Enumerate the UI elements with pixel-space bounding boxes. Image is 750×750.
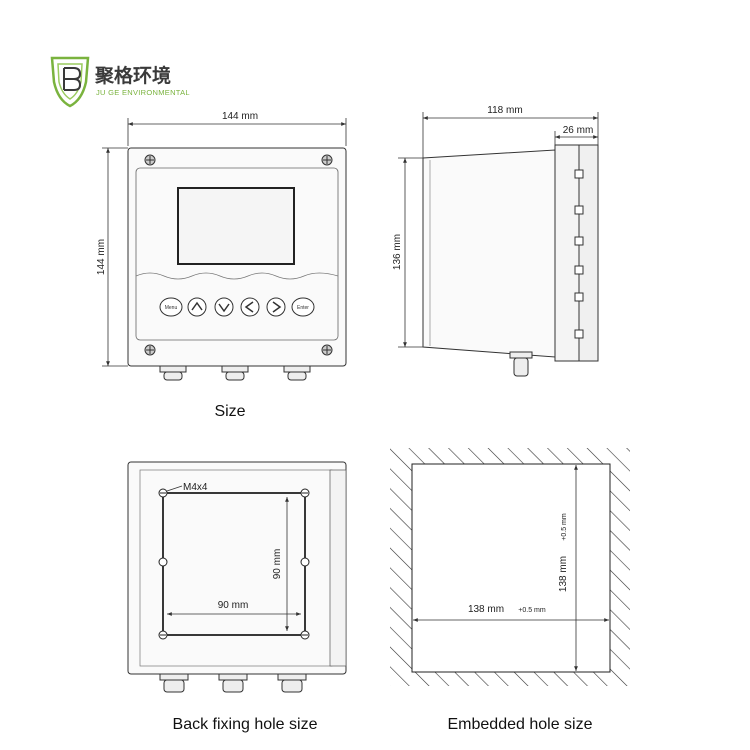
front-view: 144 mm 144 mm Menu	[96, 111, 347, 381]
side-height-label: 136 mm	[392, 234, 403, 270]
cable-gland-icon	[159, 673, 189, 693]
svg-text:Menu: Menu	[165, 305, 178, 311]
back-hole-v-label: 90 mm	[272, 549, 283, 580]
cutout-opening	[411, 463, 611, 673]
menu-button[interactable]: Menu	[159, 297, 183, 317]
right-arrow-button[interactable]	[266, 297, 286, 317]
right-arrow-icon	[272, 301, 282, 313]
brand-name-en: JU GE ENVIRONMENTAL	[96, 88, 190, 97]
left-arrow-icon	[244, 301, 254, 313]
mounting-hole-icon	[300, 488, 310, 498]
cable-gland-icon	[218, 673, 248, 693]
caption-size: Size	[214, 403, 245, 420]
mount-clip-icon	[574, 265, 584, 275]
mounting-hole-icon	[300, 557, 310, 567]
back-view: M4x4 90 mm 90 mm	[127, 461, 347, 693]
mount-clip-icon	[574, 329, 584, 339]
screw-size-label: M4x4	[183, 482, 208, 493]
screw-icon	[321, 154, 333, 166]
side-front-bezel	[578, 144, 599, 362]
side-flange-label: 26 mm	[563, 125, 594, 136]
side-housing	[422, 149, 556, 358]
svg-text:Enter: Enter	[297, 305, 309, 311]
brand-logo: 聚格环境 JU GE ENVIRONMENTAL	[50, 56, 190, 108]
front-height-label: 144 mm	[96, 239, 107, 275]
enter-button[interactable]: Enter	[291, 297, 315, 317]
screw-icon	[144, 344, 156, 356]
side-view: 118 mm 26 mm 136 mm	[392, 105, 599, 377]
side-depth-label: 118 mm	[487, 105, 522, 116]
down-arrow-icon	[218, 303, 230, 313]
brand-name-cn: 聚格环境	[94, 64, 171, 87]
mount-clip-icon	[574, 205, 584, 215]
front-width-label: 144 mm	[222, 111, 258, 122]
cutout-view: 138 mm +0.5 mm 138 mm +0.5 mm	[390, 448, 630, 686]
cable-gland-icon	[283, 365, 311, 381]
cable-gland-icon	[221, 365, 249, 381]
cutout-height-label: 138 mm	[558, 556, 569, 592]
mounting-hole-icon	[300, 630, 310, 640]
left-arrow-button[interactable]	[240, 297, 260, 317]
mount-clip-icon	[574, 169, 584, 179]
mounting-hole-icon	[158, 557, 168, 567]
mount-clip-icon	[574, 236, 584, 246]
down-arrow-button[interactable]	[214, 297, 234, 317]
screw-icon	[321, 344, 333, 356]
shield-jg-logo-icon	[50, 56, 90, 108]
cutout-height-tolerance: +0.5 mm	[561, 513, 568, 541]
cable-gland-icon	[277, 673, 307, 693]
panel-wave-line	[135, 272, 339, 280]
caption-embedded: Embedded hole size	[448, 716, 593, 733]
screw-icon	[144, 154, 156, 166]
front-panel	[135, 167, 339, 341]
side-front-frame	[554, 144, 580, 362]
cable-gland-icon	[509, 351, 533, 377]
up-arrow-icon	[191, 301, 203, 311]
caption-back: Back fixing hole size	[173, 716, 318, 733]
up-arrow-button[interactable]	[187, 297, 207, 317]
cutout-width-label: 138 mm	[468, 604, 504, 615]
mounting-hole-icon	[158, 630, 168, 640]
mounting-hole-icon	[158, 488, 168, 498]
back-side-rail	[329, 469, 347, 667]
cable-gland-icon	[159, 365, 187, 381]
lcd-screen	[177, 187, 295, 265]
cutout-width-tolerance: +0.5 mm	[518, 607, 546, 614]
back-hole-h-label: 90 mm	[218, 600, 249, 611]
mount-clip-icon	[574, 292, 584, 302]
